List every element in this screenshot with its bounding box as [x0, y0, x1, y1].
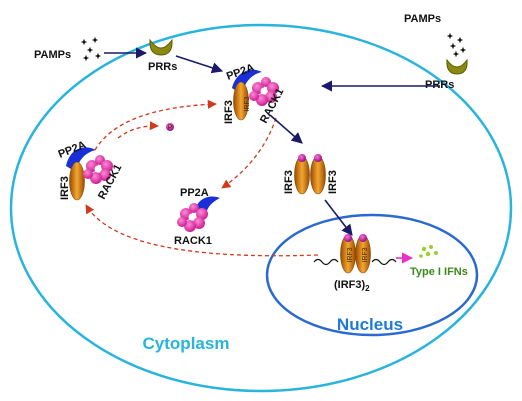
- prrs-left-label: PRRs: [148, 61, 177, 73]
- irf3-center-label: IRF3: [223, 100, 235, 124]
- dna-strand-right: [371, 258, 397, 266]
- svg-text:IRF3: IRF3: [347, 247, 354, 262]
- prr-receptor-left-icon: [149, 38, 173, 56]
- svg-text:IRF3: IRF3: [283, 170, 295, 194]
- irf3-dimer-nucleus: IRF3 IRF3: [313, 234, 397, 274]
- prrs-to-complex-arrow: [175, 55, 224, 74]
- dashed-arrow-center-to-free: [221, 117, 277, 189]
- svg-text:P: P: [168, 125, 173, 132]
- svg-text:IRF3: IRF3: [362, 247, 369, 262]
- rack1-center-icon: [249, 77, 279, 106]
- free-pp2a-rack1: PP2A RACK1: [174, 187, 220, 247]
- pamps-left-icon: [80, 36, 102, 62]
- dashed-arrow-nucleus-to-left: [85, 204, 319, 257]
- complex-center: IRF3 PP2A RACK1 IRF3: [223, 62, 286, 126]
- complex-to-irf3-pair-arrow: [269, 114, 303, 144]
- dna-strand-left: [313, 258, 339, 266]
- prr-receptor-right-icon: [446, 58, 468, 75]
- cell-membrane: [9, 23, 513, 393]
- irf3-left-label: IRF3: [59, 176, 71, 200]
- dashed-arrow-to-phospho: [117, 121, 159, 139]
- rack1-free-label: RACK1: [174, 235, 212, 247]
- phospho-free-icon: [166, 123, 174, 131]
- nucleus-label: Nucleus: [337, 315, 403, 334]
- type1-ifns-label: Type I IFNs: [410, 266, 468, 278]
- cytoplasm-label: Cytoplasm: [143, 334, 230, 353]
- svg-text:IRF3: IRF3: [327, 170, 339, 194]
- irf3-to-nucleus-arrow: [324, 199, 353, 236]
- pamps-right-icon: [446, 32, 467, 58]
- pamps-right-label: PAMPs: [404, 13, 441, 25]
- irf3-dimer-label: (IRF3)2: [334, 279, 370, 293]
- complex-left: PP2A RACK1 IRF3: [57, 139, 125, 202]
- irf3-center-icon: [233, 81, 249, 121]
- ifn-dots-icon: [419, 245, 438, 258]
- pp2a-free-label: PP2A: [180, 187, 209, 199]
- dashed-arrow-left-to-center: [94, 99, 217, 151]
- svg-text:IRF3: IRF3: [244, 96, 251, 111]
- rack1-free-icon: [177, 203, 208, 232]
- prrs-right-label: PRRs: [425, 79, 454, 91]
- irf3-left-icon: [69, 161, 85, 201]
- irf3-phospho-pair: IRF3 IRF3: [283, 154, 339, 195]
- pamps-left-label: PAMPs: [34, 49, 71, 61]
- nucleus-membrane: [265, 213, 479, 337]
- rack1-left-icon: [83, 155, 113, 184]
